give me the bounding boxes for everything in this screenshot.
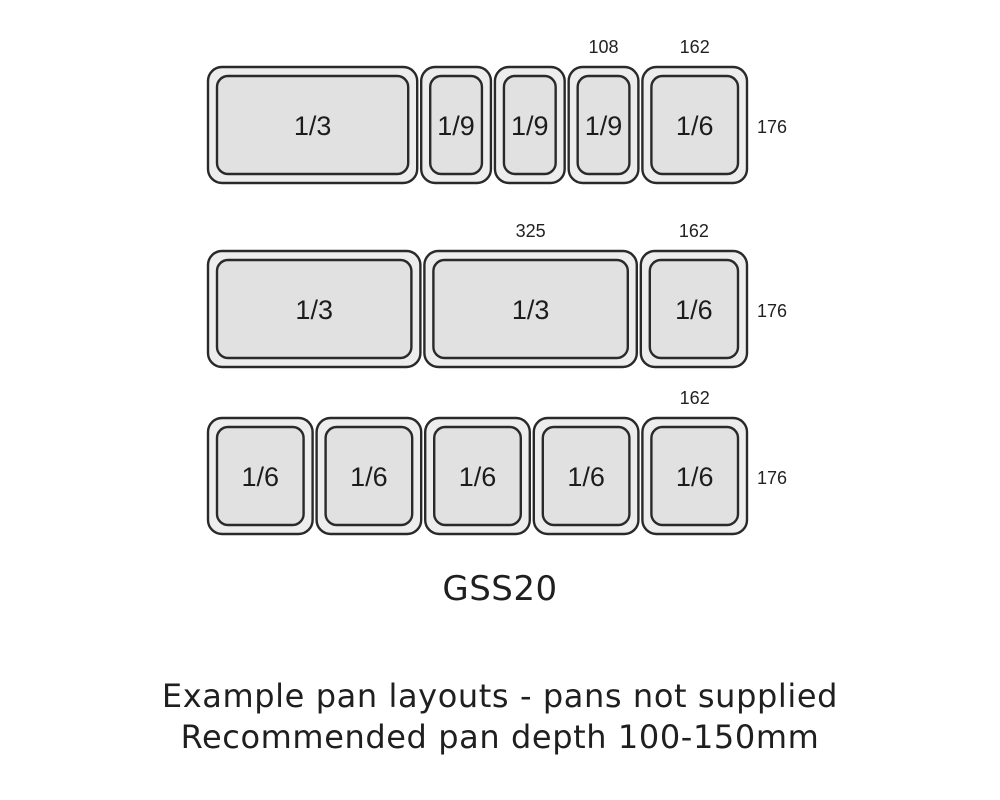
pan-well bbox=[650, 74, 740, 176]
pan-row: 1/3 1/3 1/6 325 162 176 bbox=[206, 221, 787, 369]
pan-well bbox=[324, 425, 414, 527]
pan-size-label: 1/3 bbox=[294, 111, 332, 141]
pan-well bbox=[541, 425, 631, 527]
pan-well bbox=[432, 258, 629, 360]
pan-size-label: 1/6 bbox=[459, 462, 497, 492]
pan: 1/9 bbox=[420, 65, 493, 185]
caption-recommended-depth: Recommended pan depth 100-150mm bbox=[180, 718, 820, 756]
pan-width-dimension: 162 bbox=[680, 37, 710, 57]
pan: 1/6 bbox=[206, 416, 314, 536]
pan-row: 1/6 1/6 1/6 1/6 1/6 162 176 bbox=[206, 388, 787, 536]
pan-well bbox=[650, 425, 740, 527]
pan: 1/9 bbox=[567, 65, 640, 185]
pan-depth-dimension: 176 bbox=[757, 468, 787, 488]
pan-well bbox=[215, 425, 305, 527]
pan-well bbox=[648, 258, 740, 360]
pan-row: 1/3 1/9 1/9 1/9 1/6 108 162 176 bbox=[206, 37, 787, 185]
pan-size-label: 1/9 bbox=[585, 111, 623, 141]
pan-width-dimension: 162 bbox=[680, 388, 710, 408]
pan-well bbox=[215, 74, 410, 176]
pan-size-label: 1/6 bbox=[676, 462, 714, 492]
pan-size-label: 1/9 bbox=[511, 111, 549, 141]
pan-width-dimension: 325 bbox=[516, 221, 546, 241]
pan-well bbox=[576, 74, 631, 176]
pan-size-label: 1/6 bbox=[567, 462, 605, 492]
pan-depth-dimension: 176 bbox=[757, 301, 787, 321]
pan: 1/6 bbox=[641, 65, 749, 185]
pan: 1/3 bbox=[206, 249, 422, 369]
pan-well bbox=[502, 74, 557, 176]
model-name: GSS20 bbox=[442, 569, 558, 609]
pan: 1/3 bbox=[206, 65, 419, 185]
pan-size-label: 1/9 bbox=[437, 111, 475, 141]
pan-size-label: 1/3 bbox=[512, 295, 550, 325]
caption-pans-not-supplied: Example pan layouts - pans not supplied bbox=[161, 677, 839, 715]
pan-well bbox=[215, 258, 413, 360]
pan-width-dimension: 108 bbox=[589, 37, 619, 57]
pan-size-label: 1/6 bbox=[676, 111, 714, 141]
pan-size-label: 1/3 bbox=[295, 295, 333, 325]
pan: 1/9 bbox=[493, 65, 566, 185]
pan: 1/6 bbox=[641, 416, 749, 536]
pan: 1/3 bbox=[423, 249, 638, 369]
pan-well bbox=[429, 74, 484, 176]
pan-size-label: 1/6 bbox=[675, 295, 713, 325]
pan-depth-dimension: 176 bbox=[757, 117, 787, 137]
pan: 1/6 bbox=[424, 416, 532, 536]
pan-size-label: 1/6 bbox=[350, 462, 388, 492]
pan-well bbox=[433, 425, 523, 527]
pan: 1/6 bbox=[315, 416, 423, 536]
pan: 1/6 bbox=[639, 249, 749, 369]
pan-width-dimension: 162 bbox=[679, 221, 709, 241]
pan: 1/6 bbox=[532, 416, 640, 536]
pan-size-label: 1/6 bbox=[242, 462, 280, 492]
